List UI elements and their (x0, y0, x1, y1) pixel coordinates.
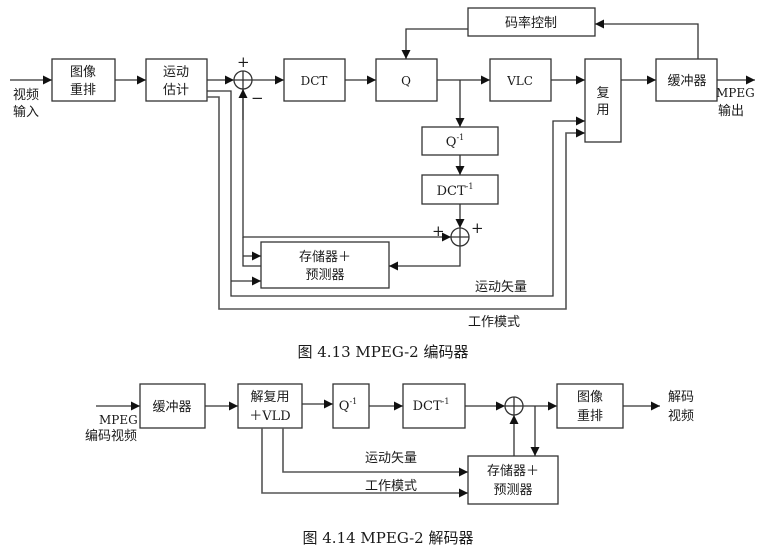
encoder-diagram: 视频 输入 图像 重排 运动 估计 + − DCT (10, 7, 755, 361)
svg-text:码率控制: 码率控制 (505, 15, 557, 31)
dec-block-iq: Q-1 (332, 383, 370, 429)
enc-output-label-1: MPEG (716, 86, 755, 100)
dec-block-reorder: 图像 重排 (556, 383, 624, 429)
svg-text:重排: 重排 (70, 82, 96, 98)
dec-work-mode-line (261, 428, 468, 498)
svg-text:Q-1: Q-1 (446, 133, 464, 150)
enc-block-buffer: 缓冲器 (655, 58, 718, 102)
svg-text:估计: 估计 (163, 83, 189, 98)
dec-block-store-predictor: 存储器＋ 预测器 (467, 455, 559, 505)
enc-prediction-line (242, 89, 451, 242)
svg-text:Q-1: Q-1 (339, 397, 357, 414)
dec-block-buffer: 缓冲器 (139, 383, 206, 429)
enc-block-rate-control: 码率控制 (467, 7, 596, 37)
enc-block-reorder: 图像 重排 (51, 58, 116, 102)
dec-block-idct: DCT-1 (402, 383, 466, 429)
enc-block-q: Q (375, 58, 438, 102)
dec-input-label-2: 编码视频 (85, 429, 137, 444)
svg-text:用: 用 (596, 103, 609, 118)
dec-output-label-1: 解码 (668, 390, 694, 405)
enc-motion-vector-label: 运动矢量 (475, 280, 527, 295)
svg-text:图像: 图像 (577, 390, 603, 405)
dec-caption: 图 4.14 MPEG-2 解码器 (303, 529, 474, 547)
svg-text:缓冲器: 缓冲器 (152, 400, 191, 415)
dec-summing-junction (504, 396, 524, 416)
dec-motion-vector-label: 运动矢量 (365, 451, 417, 466)
svg-text:DCT-1: DCT-1 (437, 182, 474, 199)
svg-text:解复用: 解复用 (250, 390, 289, 405)
svg-text:运动: 运动 (163, 65, 189, 80)
svg-text:重排: 重排 (577, 408, 603, 424)
svg-text:缓冲器: 缓冲器 (667, 74, 706, 89)
svg-text:图像: 图像 (70, 65, 96, 80)
enc-caption: 图 4.13 MPEG-2 编码器 (298, 343, 469, 361)
svg-text:DCT-1: DCT-1 (413, 397, 450, 414)
enc-summing-junction-1 (233, 70, 253, 90)
enc-sum2-plus-left: + (432, 222, 445, 240)
dec-output-label-2: 视频 (668, 409, 694, 424)
enc-work-mode-line (207, 96, 585, 310)
enc-input-label-2: 输入 (13, 104, 39, 120)
svg-text:预测器: 预测器 (493, 483, 532, 498)
enc-block-store-predictor: 存储器＋ 预测器 (260, 241, 390, 289)
svg-text:存储器＋: 存储器＋ (299, 250, 351, 265)
svg-text:存储器＋: 存储器＋ (487, 464, 539, 479)
enc-sum1-minus: − (251, 89, 264, 107)
enc-block-motion-estimation: 运动 估计 (145, 58, 208, 102)
dec-motion-vector-line (282, 428, 468, 477)
enc-block-dct: DCT (283, 58, 346, 102)
svg-text:DCT: DCT (301, 74, 328, 88)
dec-input-label-1: MPEG (99, 413, 138, 427)
enc-output-label-2: 输出 (718, 103, 744, 119)
enc-arrow-sum2-store (389, 246, 461, 271)
svg-text:预测器: 预测器 (305, 268, 344, 283)
enc-block-iq: Q-1 (421, 126, 499, 156)
svg-text:VLC: VLC (506, 74, 533, 88)
enc-work-mode-label: 工作模式 (468, 315, 520, 330)
dec-work-mode-label: 工作模式 (365, 479, 417, 494)
svg-text:复: 复 (596, 86, 609, 101)
dec-block-demux-vld: 解复用 ＋VLD (237, 383, 303, 429)
enc-arrow-buffer-rate (595, 19, 699, 59)
svg-text:Q: Q (401, 74, 411, 88)
enc-sum2-plus-right: + (471, 219, 484, 237)
enc-arrow-pred-store (242, 237, 261, 267)
enc-input-label-1: 视频 (13, 88, 39, 103)
enc-arrow-rate-q (401, 28, 468, 59)
decoder-diagram: MPEG 编码视频 缓冲器 解复用 ＋VLD Q-1 DCT-1 (85, 383, 694, 547)
enc-summing-junction-2 (450, 227, 470, 247)
enc-sum1-plus: + (237, 53, 250, 71)
enc-block-idct: DCT-1 (421, 174, 499, 205)
enc-motion-vector-line (207, 90, 585, 297)
enc-block-mux: 复 用 (584, 58, 622, 143)
svg-text:＋VLD: ＋VLD (249, 409, 290, 424)
enc-block-vlc: VLC (489, 58, 552, 102)
